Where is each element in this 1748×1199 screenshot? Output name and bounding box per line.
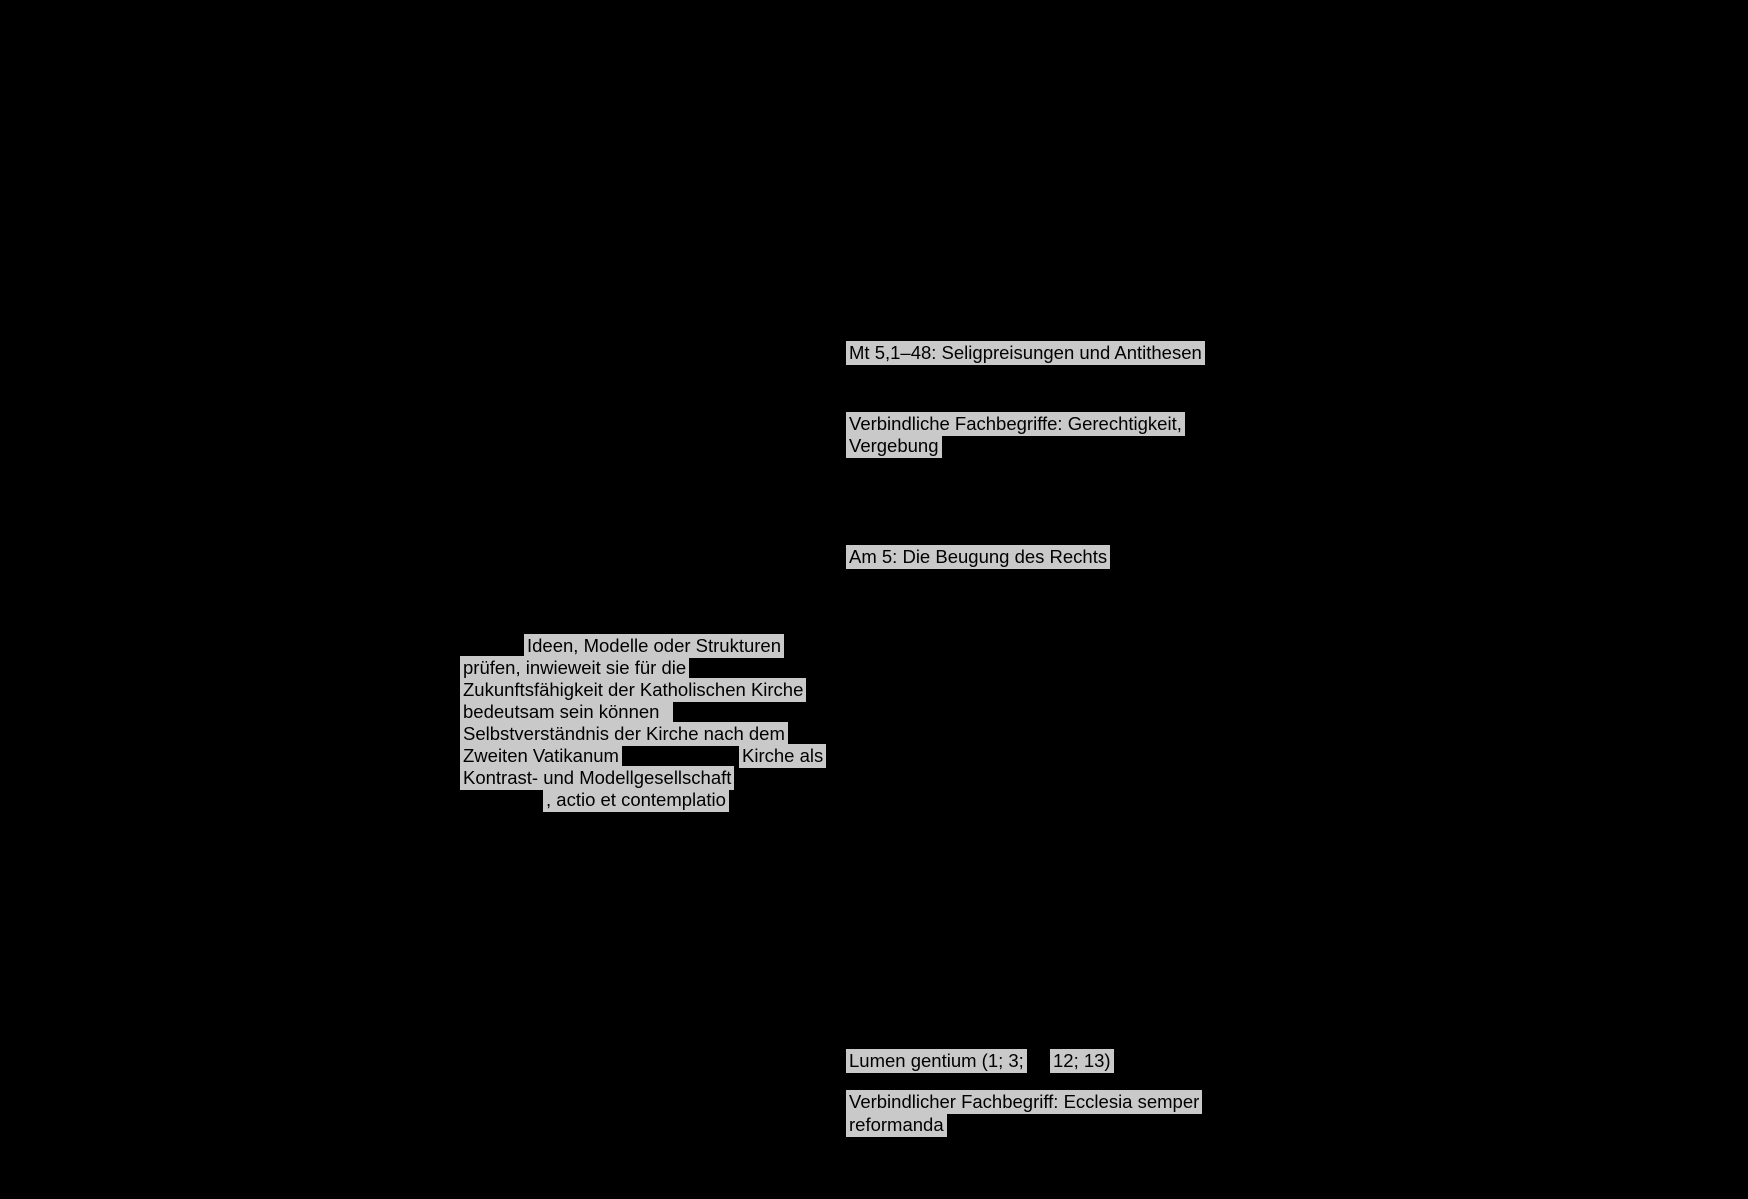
highlight-lumen-gentium-part1: Lumen gentium (1; 3; bbox=[846, 1049, 1027, 1073]
highlight-left-block-line5: Selbstverständnis der Kirche nach dem bbox=[460, 722, 788, 746]
highlight-fachbegriffe-line2: Vergebung bbox=[846, 434, 942, 458]
highlight-mt-reference: Mt 5,1–48: Seligpreisungen und Antithese… bbox=[846, 341, 1205, 365]
highlight-am-reference: Am 5: Die Beugung des Rechts bbox=[846, 545, 1111, 569]
highlight-left-block-line6a: Zweiten Vatikanum bbox=[460, 744, 622, 768]
highlight-left-block-line6b: Kirche als bbox=[739, 744, 827, 768]
highlight-left-block-line4: bedeutsam sein können bbox=[460, 700, 674, 724]
highlight-left-block-line2: prüfen, inwieweit sie für die bbox=[460, 656, 690, 680]
highlight-lumen-gentium-part2: 12; 13) bbox=[1050, 1049, 1114, 1073]
highlight-left-block-line8: , actio et contemplatio bbox=[543, 788, 729, 812]
highlight-left-block-line7: Kontrast- und Modellgesellschaft bbox=[460, 766, 735, 790]
highlight-fachbegriffe-line1: Verbindliche Fachbegriffe: Gerechtigkeit… bbox=[846, 412, 1185, 436]
highlight-fachbegriff-line2: reformanda bbox=[846, 1113, 947, 1137]
highlight-fachbegriff-line1: Verbindlicher Fachbegriff: Ecclesia semp… bbox=[846, 1090, 1203, 1114]
highlight-left-block-line3: Zukunftsfähigkeit der Katholischen Kirch… bbox=[460, 678, 807, 702]
highlight-left-block-line1: Ideen, Modelle oder Strukturen bbox=[524, 634, 785, 658]
